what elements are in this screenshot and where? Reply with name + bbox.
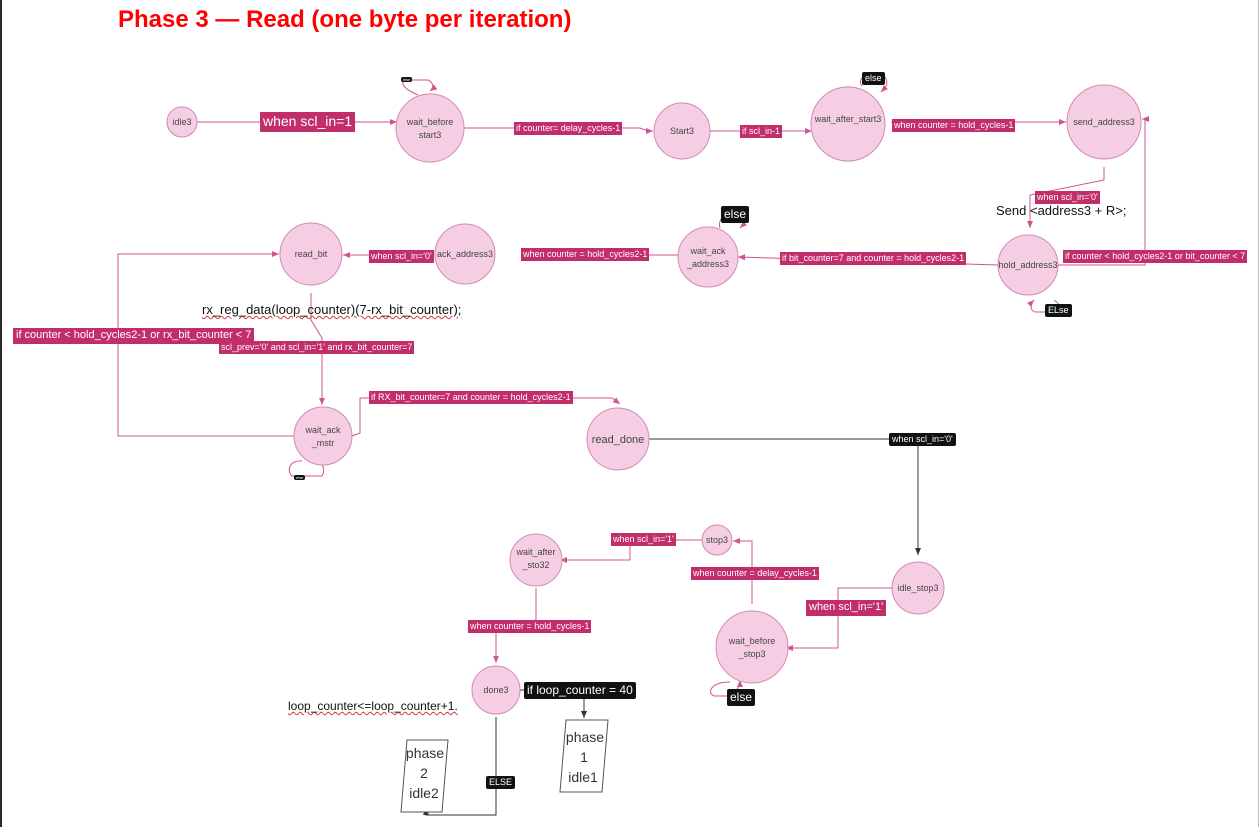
state-wait-before-start3[interactable]: wait_before start3 <box>395 93 465 163</box>
note-rx-reg: rx_reg_data(loop_counter)(7-rx_bit_count… <box>202 302 462 317</box>
wire-read-bit-to-wait-ack-mstr <box>310 293 325 405</box>
state-label: wait_before <box>406 117 454 127</box>
label-read-bit-to-wait-ack-mstr: scl_prev='0' and scl_in='1' and rx_bit_c… <box>219 341 415 355</box>
state-send-address3[interactable]: send_address3 <box>1066 84 1142 160</box>
state-label: _stop3 <box>737 649 765 659</box>
state-label: wait_after_start3 <box>814 114 882 124</box>
wire-wait-before-stop-self-loop <box>710 679 743 697</box>
state-label: ack_address3 <box>437 249 493 259</box>
state-idle3[interactable]: idle3 <box>166 106 198 138</box>
label-send-to-hold: when scl_in='0' <box>1035 191 1100 205</box>
wire-wait-before-self-loop <box>402 79 438 96</box>
phase2-line2: 2 <box>420 765 428 781</box>
label-wait-before-stop-to-stop3: when counter = delay_cycles-1 <box>691 567 819 581</box>
state-label: _sto32 <box>521 560 549 570</box>
wire-send-to-hold <box>1027 167 1105 228</box>
state-wait-after-sto32[interactable]: wait_after _sto32 <box>509 533 563 587</box>
state-label: wait_ack <box>689 246 726 256</box>
state-wait-after-start3[interactable]: wait_after_start3 <box>810 86 886 162</box>
diagram-title: Phase 3 — Read (one byte per iteration) <box>118 6 572 33</box>
wire-idle-stop-to-wait-before-stop <box>786 587 893 651</box>
label-wait-ack-mstr-to-read-bit: if counter < hold_cycles2-1 or rx_bit_co… <box>13 328 255 344</box>
state-wait-ack-mstr[interactable]: wait_ack _mstr <box>293 406 353 466</box>
label-ack-to-read-bit: when scl_in='0' <box>369 250 434 264</box>
state-label: read_bit <box>295 249 328 259</box>
label-wait-before-to-start3: if counter= delay_cycles-1 <box>514 122 623 136</box>
state-label: wait_ack <box>304 425 341 435</box>
label-hold-else: ELse <box>1045 304 1072 318</box>
label-wait-ack-mstr-else: else <box>294 475 306 480</box>
label-wait-after-sto-to-done3: when counter = hold_cycles-1 <box>468 620 592 634</box>
phase2-line3: idle2 <box>409 785 439 801</box>
label-wait-after-else: else <box>862 72 885 86</box>
state-label: stop3 <box>706 535 728 545</box>
label-read-done-to-idle-stop: when scl_in='0' <box>889 433 956 447</box>
state-label: wait_after <box>515 547 555 557</box>
phase1-line2: 1 <box>580 749 588 765</box>
phase2-box[interactable]: phase 2 idle2 <box>400 739 449 813</box>
state-done3[interactable]: done3 <box>471 665 521 715</box>
phase2-line1: phase <box>406 745 444 761</box>
state-label: _mstr <box>311 438 335 448</box>
state-label: idle_stop3 <box>897 583 938 593</box>
label-wait-ack-to-ack: when counter = hold_cycles2-1 <box>521 248 650 262</box>
state-idle-stop3[interactable]: idle_stop3 <box>891 561 945 615</box>
label-idle-stop-to-wait-before-stop: when scl_in='1' <box>806 600 887 616</box>
wire-read-done-to-idle-stop <box>648 438 921 555</box>
label-hold-to-wait-ack: if bit_counter=7 and counter = hold_cycl… <box>780 252 967 266</box>
label-stop3-to-wait-after-sto: when scl_in='1' <box>611 533 676 547</box>
phase1-line1: phase <box>566 729 604 745</box>
label-done3-to-phase1: if loop_counter = 40 <box>524 682 636 699</box>
state-label: send_address3 <box>1073 117 1135 127</box>
state-wait-before-stop3[interactable]: wait_before _stop3 <box>715 610 789 684</box>
state-read-bit[interactable]: read_bit <box>279 222 343 286</box>
note-loop-counter: loop_counter<=loop_counter+1. <box>288 699 458 713</box>
state-hold-address3[interactable]: hold_address3 <box>997 234 1059 296</box>
label-wait-before-else: else <box>401 77 413 82</box>
label-wait-ack-else: else <box>721 206 750 223</box>
label-idle3-to-wait-before: when scl_in=1 <box>260 112 356 132</box>
left-frame-border <box>0 0 2 827</box>
phase1-box[interactable]: phase 1 idle1 <box>559 719 609 793</box>
state-label: wait_before <box>728 636 776 646</box>
note-send-address: Send <address3 + R>; <box>996 203 1127 218</box>
state-wait-ack-address3[interactable]: wait_ack _address3 <box>677 226 739 288</box>
label-wait-ack-mstr-to-read-done: if RX_bit_counter=7 and counter = hold_c… <box>369 391 573 405</box>
state-label: read_done <box>592 434 645 446</box>
state-ack-address3[interactable]: ack_address3 <box>434 223 496 285</box>
phase1-line3: idle1 <box>568 769 598 785</box>
label-hold-to-send: if counter < hold_cycles2-1 or bit_count… <box>1063 250 1248 264</box>
label-done3-to-phase2: ELSE <box>486 776 516 790</box>
state-read-done[interactable]: read_done <box>586 407 650 471</box>
state-label: done3 <box>483 685 508 695</box>
label-wait-before-stop-else: else <box>727 689 756 706</box>
wire-hold-to-send <box>1057 116 1149 266</box>
wire-wait-ack-mstr-to-read-done <box>351 397 621 437</box>
wire-wait-before-stop-to-stop3 <box>733 538 753 604</box>
state-label: idle3 <box>172 117 191 127</box>
state-label: _address3 <box>686 259 729 269</box>
state-stop3[interactable]: stop3 <box>701 524 733 556</box>
wire-wait-ack-mstr-to-read-bit <box>117 251 296 437</box>
label-wait-after-to-send: when counter = hold_cycles-1 <box>892 119 1016 133</box>
label-start3-to-wait-after: if scl_in-1 <box>740 125 783 139</box>
state-label: Start3 <box>670 126 694 136</box>
state-label: hold_address3 <box>998 260 1057 270</box>
state-start3[interactable]: Start3 <box>653 102 711 160</box>
state-label: start3 <box>419 130 442 140</box>
